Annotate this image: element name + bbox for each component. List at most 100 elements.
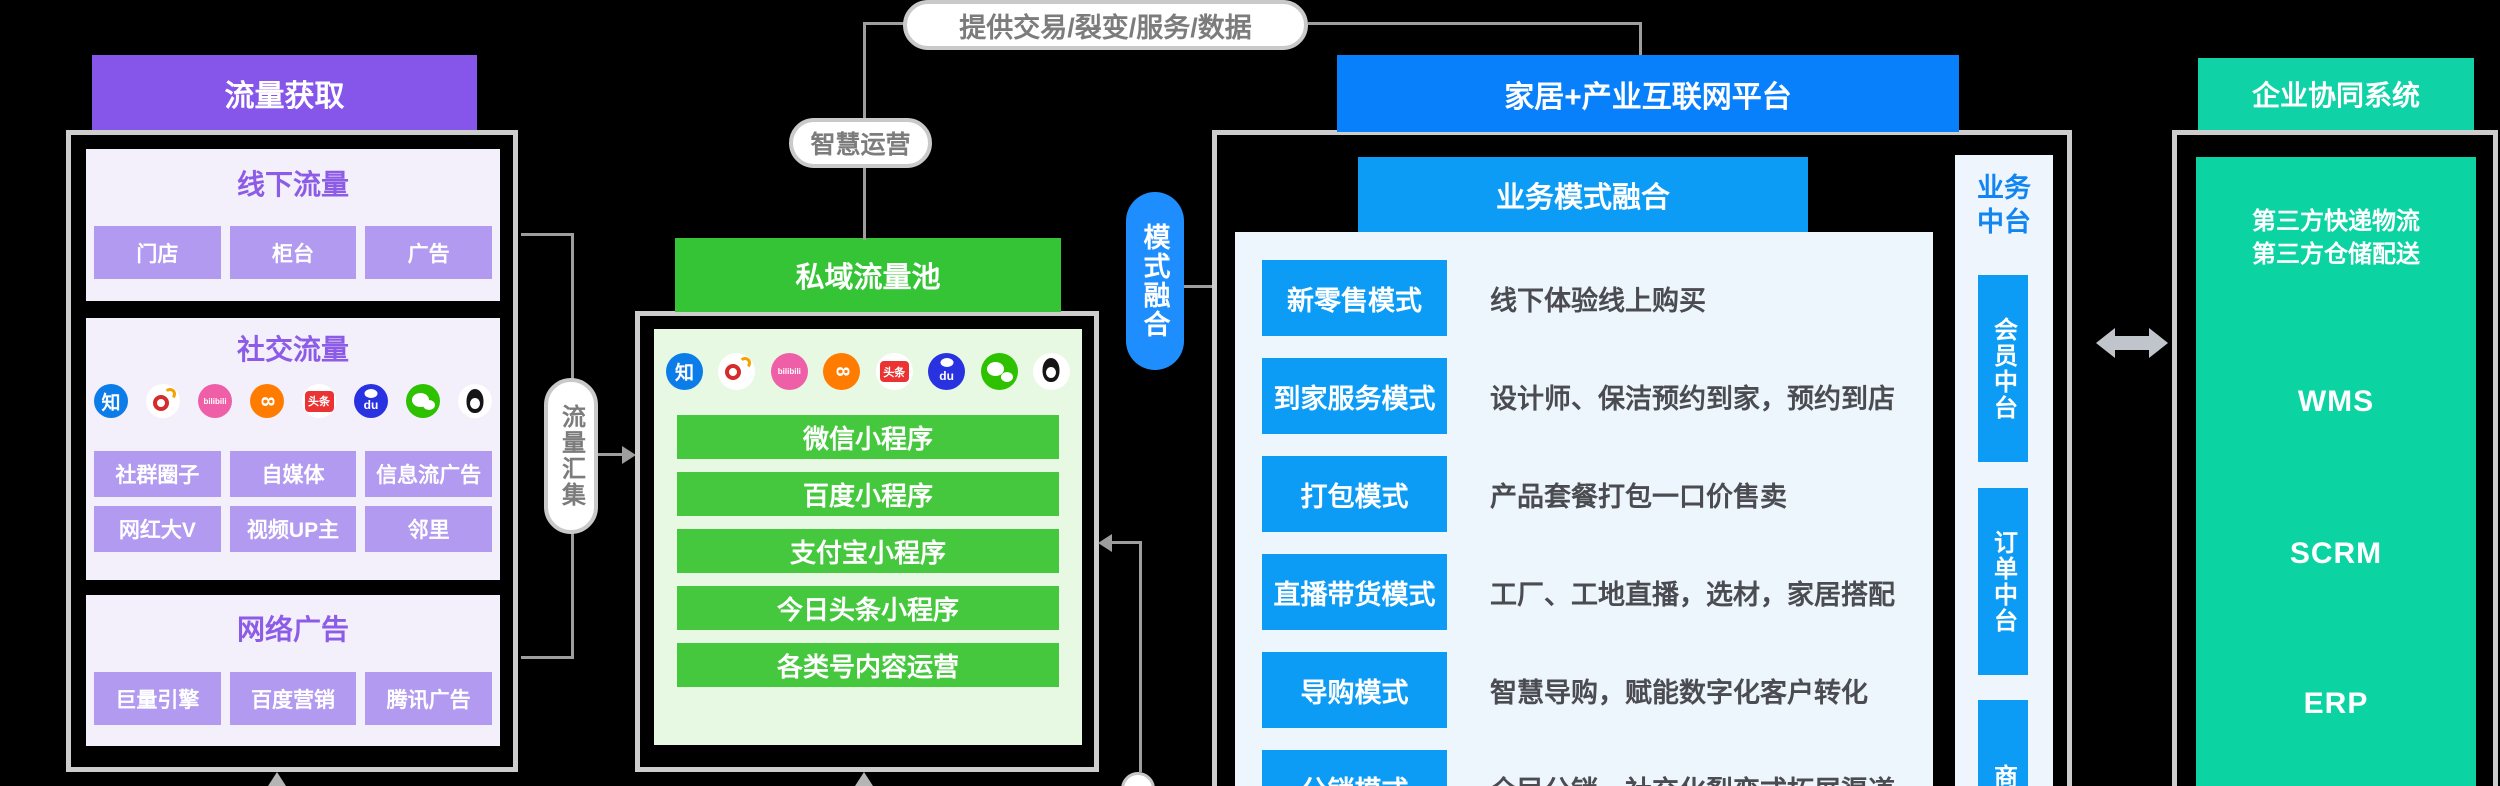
- connector-right-vertical: [1639, 22, 1642, 57]
- private-pool-title: 私域流量池: [795, 262, 941, 294]
- business-fusion-subheader: 业务模式融合: [1358, 157, 1808, 232]
- row-desc-distribution: 全民分销，社交化裂变式拓展渠道: [1490, 769, 1895, 786]
- row-label-guide: 导购模式: [1262, 652, 1447, 728]
- connector-left-stub: [864, 22, 905, 25]
- bracket-line-bottom: [521, 656, 574, 659]
- platform-title: 家居+产业互联网平台: [1504, 80, 1792, 114]
- flow-collect-label: 流量汇集: [557, 404, 585, 508]
- channel-content-operation: 各类号内容运营: [677, 643, 1059, 687]
- zhihu-icon: 知: [666, 353, 703, 390]
- row-desc-new-retail: 线下体验线上购买: [1490, 285, 1706, 316]
- system-scrm: SCRM: [2289, 537, 2383, 570]
- mid-platform-panel: 业务中台 会员中台 订单中台 商品: [1955, 155, 2053, 786]
- business-row: 到家服务模式 设计师、保洁预约到家，预约到店: [1262, 358, 1895, 434]
- social-item-uploader: 视频UP主: [229, 506, 357, 552]
- mode-fusion-label: 模式融合: [1139, 223, 1170, 339]
- business-row: 导购模式 智慧导购，赋能数字化客户转化: [1262, 652, 1868, 728]
- connector-right-horizontal: [1308, 22, 1642, 25]
- double-arrow-left: [2096, 328, 2115, 358]
- offline-item-counter: 柜台: [229, 226, 357, 279]
- zhihu-icon: 知: [94, 384, 128, 418]
- qq-icon: [458, 384, 492, 418]
- row-label-livestream: 直播带货模式: [1262, 554, 1447, 630]
- connector-vert-lower: [863, 166, 866, 240]
- ads-item-oceanengine: 巨量引擎: [94, 672, 221, 725]
- mid-item-member-center: 会员中台: [1978, 275, 2028, 462]
- bottom-arrow-traffic: [268, 772, 286, 786]
- provide-services-pill: 提供交易/裂变/服务/数据: [903, 0, 1308, 50]
- mid-item-product-center: 商品: [1978, 700, 2028, 786]
- bracket-line-top: [521, 233, 574, 236]
- social-icons-row: 知 bilibili 8 头条 du: [94, 384, 492, 418]
- network-ads-panel: 网络广告 巨量引擎 百度营销 腾讯广告: [86, 595, 500, 746]
- double-arrow-bar: [2114, 336, 2150, 350]
- channel-toutiao-miniapp: 今日头条小程序: [677, 586, 1059, 630]
- toutiao-icon: 头条: [875, 353, 913, 390]
- wechat-icon: [406, 384, 440, 418]
- mid-item-order-center: 订单中台: [1978, 488, 2028, 675]
- social-item-wemedia: 自媒体: [229, 451, 357, 497]
- pool-return-arrowhead: [1098, 534, 1112, 552]
- ads-item-baidu: 百度营销: [229, 672, 357, 725]
- private-pool-panel: 知 bilibili 8 头条 du 微信小程序 百度小程序 支付宝小程序 今日…: [654, 329, 1082, 745]
- channel-wechat-miniapp: 微信小程序: [677, 415, 1059, 459]
- offline-item-ad: 广告: [365, 226, 493, 279]
- business-row: 分销模式 全民分销，社交化裂变式拓展渠道: [1262, 750, 1895, 786]
- row-label-bundle: 打包模式: [1262, 456, 1447, 532]
- row-label-home-service: 到家服务模式: [1262, 358, 1447, 434]
- social-item-community: 社群圈子: [94, 451, 221, 497]
- social-item-neighbor: 邻里: [365, 506, 493, 552]
- pool-return-line-h: [1110, 541, 1142, 544]
- offline-traffic-title: 线下流量: [236, 169, 349, 200]
- social-traffic-panel: 社交流量 知 bilibili 8 头条 du 社群圈子 自媒体 信息流广告 网…: [86, 318, 500, 580]
- network-ads-title: 网络广告: [236, 614, 349, 645]
- enterprise-header: 企业协同系统: [2198, 58, 2474, 130]
- business-row: 新零售模式 线下体验线上购买: [1262, 260, 1706, 336]
- business-row: 打包模式 产品套餐打包一口价售卖: [1262, 456, 1787, 532]
- logistics-line-warehouse: 第三方仓储配送: [2252, 241, 2420, 268]
- enterprise-title: 企业协同系统: [2251, 80, 2420, 111]
- smart-operation-label: 智慧运营: [810, 131, 911, 159]
- social-traffic-title: 社交流量: [236, 334, 349, 365]
- channel-baidu-miniapp: 百度小程序: [677, 472, 1059, 516]
- ads-item-tencent: 腾讯广告: [365, 672, 493, 725]
- row-label-distribution: 分销模式: [1262, 750, 1447, 786]
- platform-header: 家居+产业互联网平台: [1337, 55, 1959, 132]
- system-wms: WMS: [2297, 385, 2375, 418]
- mode-fusion-pill: 模式融合: [1126, 192, 1184, 370]
- kuaishou-icon: 8: [823, 353, 861, 390]
- row-desc-bundle: 产品套餐打包一口价售卖: [1490, 481, 1787, 512]
- row-desc-livestream: 工厂、工地直播，选材，家居搭配: [1490, 579, 1895, 610]
- social-item-kol: 网红大V: [94, 506, 221, 552]
- private-pool-header: 私域流量池: [675, 238, 1061, 312]
- qq-icon: [1032, 353, 1070, 390]
- traffic-acquisition-title: 流量获取: [224, 79, 345, 113]
- offline-item-store: 门店: [94, 226, 221, 279]
- traffic-acquisition-header: 流量获取: [92, 55, 477, 130]
- system-erp: ERP: [2303, 687, 2369, 720]
- bilibili-icon: bilibili: [198, 384, 232, 418]
- bottom-arrow-pool: [855, 772, 873, 786]
- mid-platform-title: 业务中台: [1977, 173, 2031, 237]
- enterprise-panel: 第三方快递物流 第三方仓储配送 WMS SCRM ERP: [2196, 157, 2476, 786]
- flow-collect-arrowhead: [622, 446, 636, 464]
- row-label-new-retail: 新零售模式: [1262, 260, 1447, 336]
- pool-icons-row: 知 bilibili 8 头条 du: [666, 353, 1070, 390]
- offline-traffic-panel: 线下流量 门店 柜台 广告: [86, 149, 500, 301]
- flow-collect-pill: 流量汇集: [544, 378, 598, 534]
- business-row: 直播带货模式 工厂、工地直播，选材，家居搭配: [1262, 554, 1895, 630]
- weibo-icon: [718, 353, 756, 390]
- row-desc-guide: 智慧导购，赋能数字化客户转化: [1490, 677, 1868, 708]
- mode-fusion-connector: [1184, 285, 1214, 288]
- wechat-icon: [980, 353, 1018, 390]
- bottom-node-circle: [1121, 772, 1155, 786]
- flow-collect-arrow-line: [598, 453, 624, 456]
- business-fusion-title: 业务模式融合: [1495, 181, 1670, 214]
- weibo-icon: [146, 384, 180, 418]
- social-item-feedads: 信息流广告: [365, 451, 493, 497]
- provide-services-label: 提供交易/裂变/服务/数据: [959, 12, 1252, 43]
- baidu-icon: du: [354, 384, 388, 418]
- connector-vert-upper: [863, 22, 866, 120]
- smart-operation-pill: 智慧运营: [789, 118, 932, 168]
